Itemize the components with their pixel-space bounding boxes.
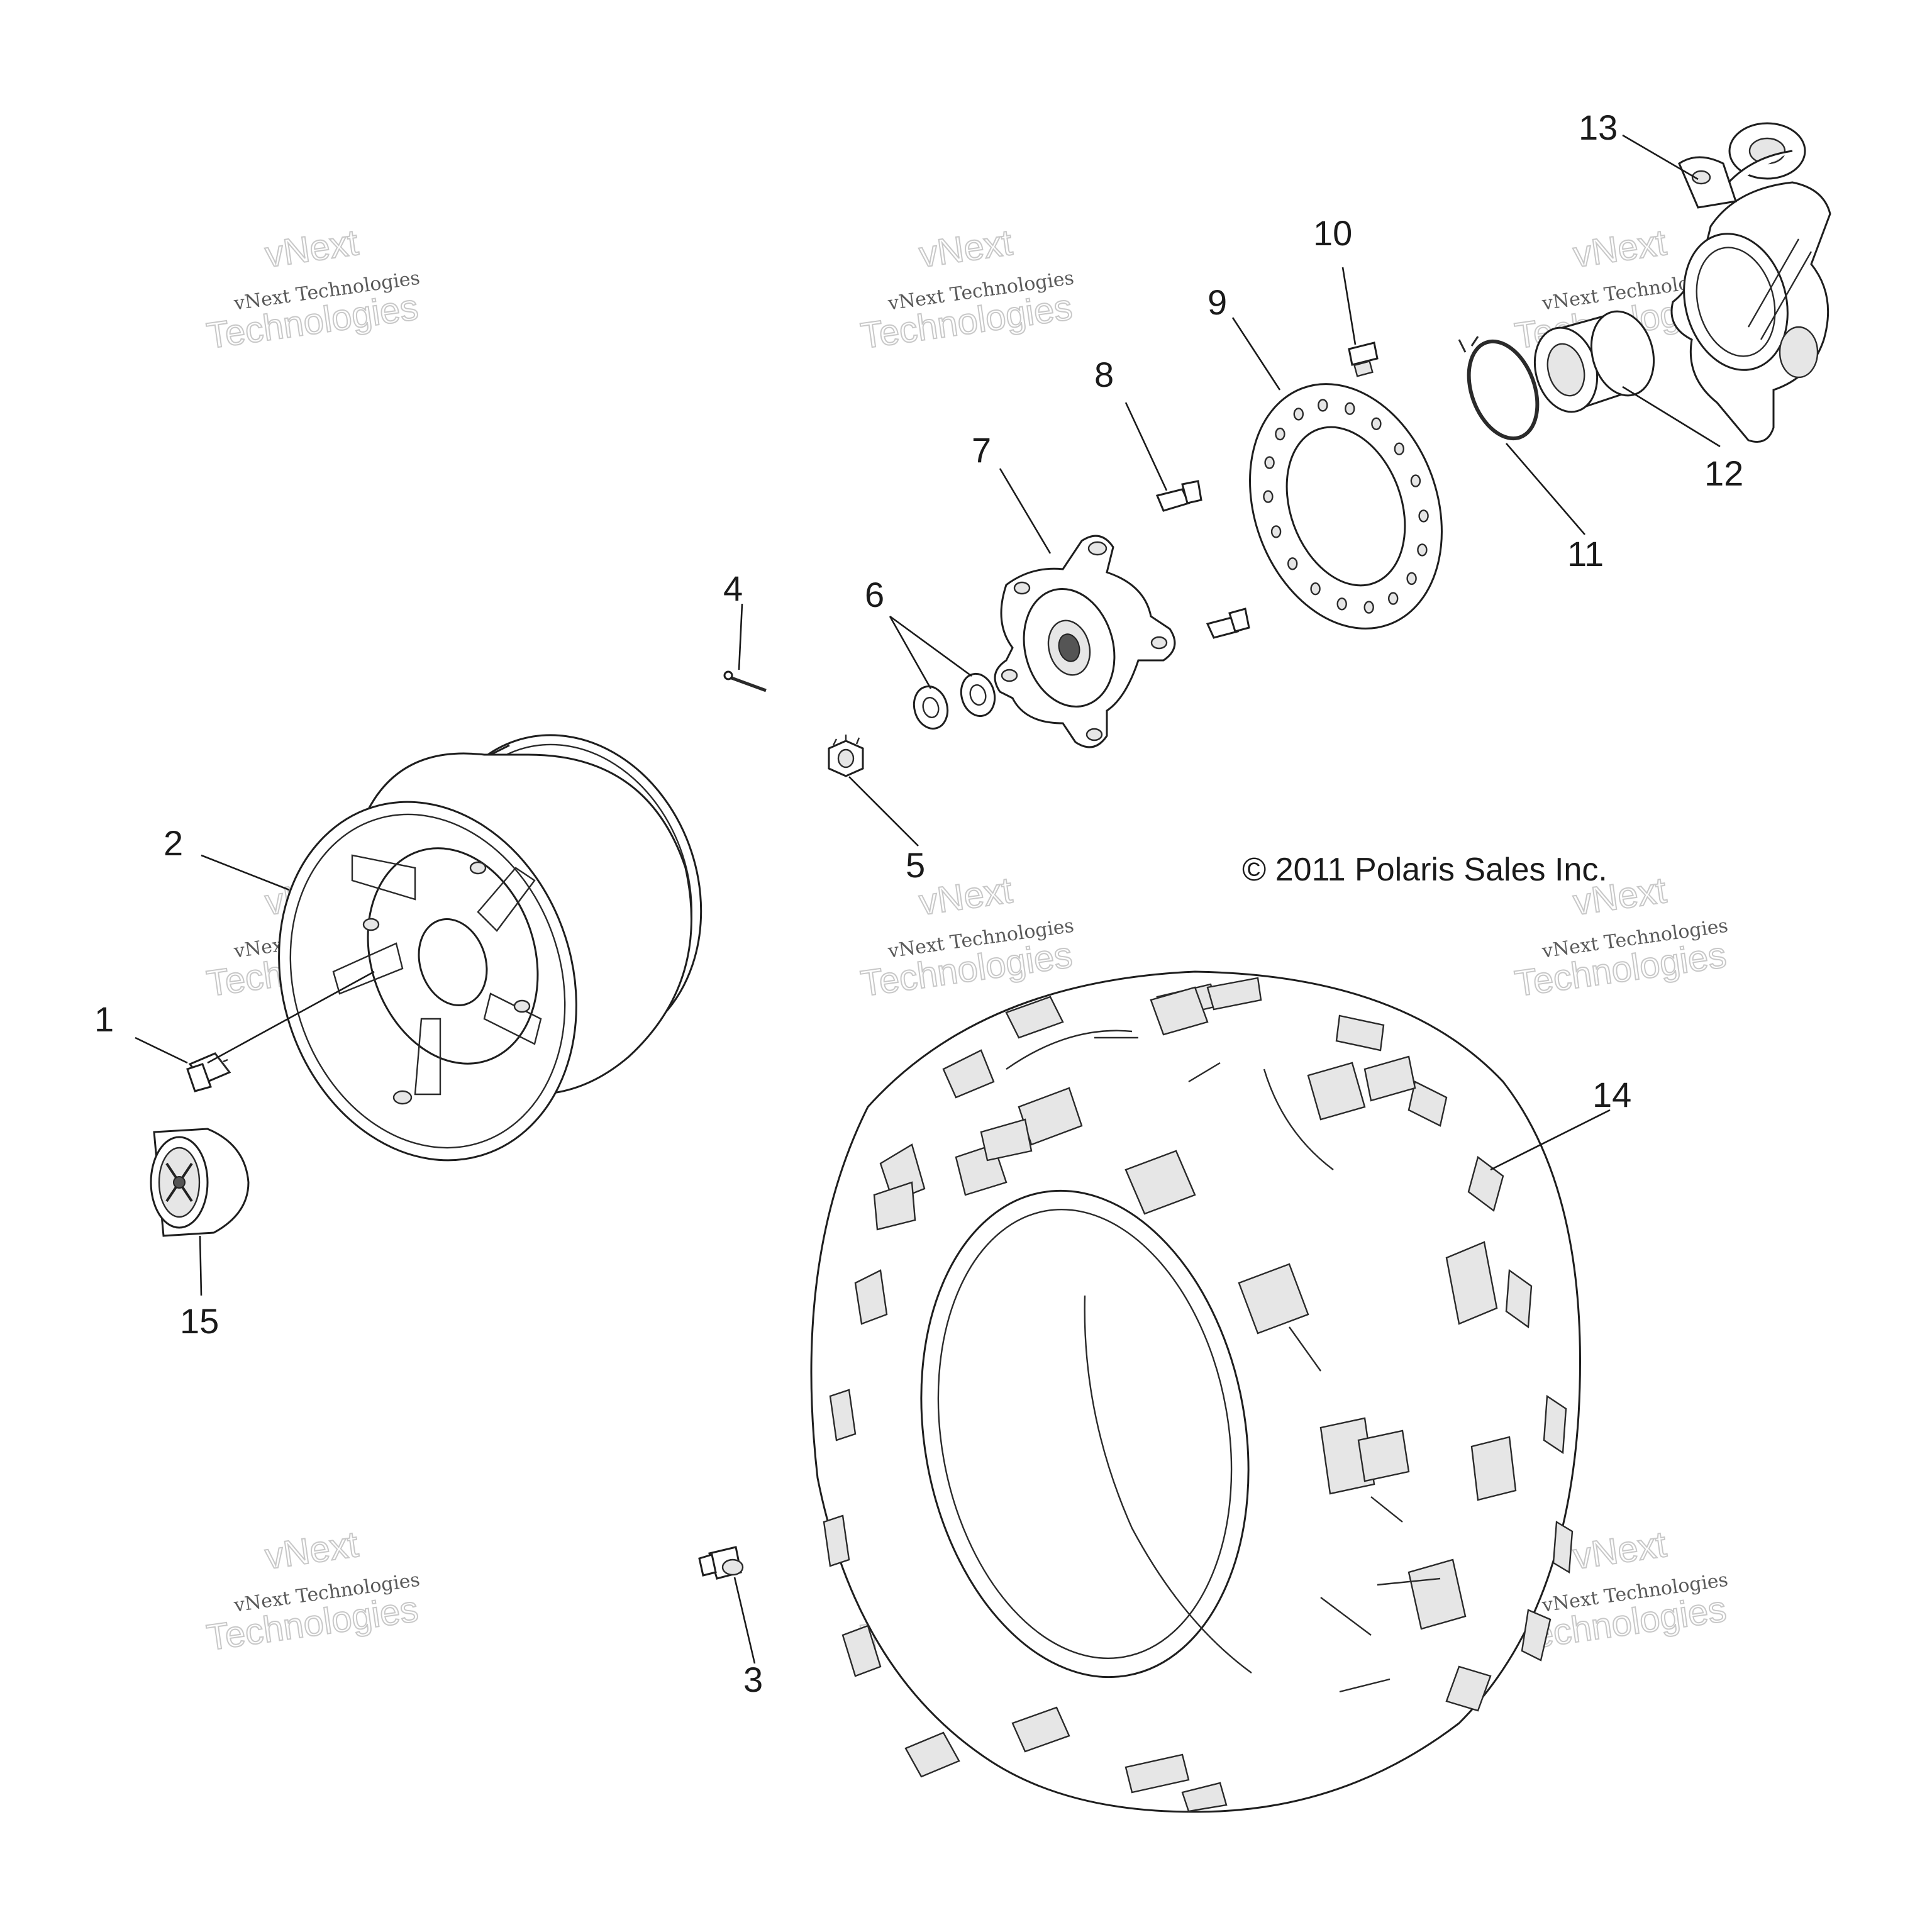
disc-hole <box>1363 601 1374 614</box>
tread-lugs <box>823 977 1574 1813</box>
disc-holes <box>1263 399 1429 614</box>
watermark: vNext Technologies vNext Technologies <box>204 1523 421 1659</box>
disc-hole <box>1394 442 1405 455</box>
callout-3: 3 <box>743 1660 763 1699</box>
callout-2: 2 <box>164 823 183 863</box>
cotter-pin-part <box>723 670 767 692</box>
disc-hole <box>1270 525 1282 538</box>
retaining-ring-part <box>1458 336 1540 441</box>
brake-disc-part <box>1249 383 1443 630</box>
callout-7: 7 <box>972 430 991 470</box>
watermark-text: vNext <box>917 870 1015 923</box>
bearing-part <box>1533 310 1655 413</box>
watermark-text: vNext <box>263 1524 361 1577</box>
disc-hole <box>1275 427 1285 441</box>
disc-bolt-part <box>1348 341 1379 377</box>
disc-hole <box>1293 408 1304 421</box>
watermark-text: vNext <box>1571 1524 1669 1577</box>
disc-hole <box>1263 490 1274 503</box>
watermark: vNext Technologies vNext Technologies <box>858 221 1075 357</box>
callout-6: 6 <box>865 575 884 614</box>
wheel-hub-part <box>994 535 1176 748</box>
tire-part <box>810 970 1581 1813</box>
bearing-carrier-part <box>1670 122 1831 443</box>
watermark-text: vNext <box>917 222 1015 275</box>
disc-hole <box>1336 597 1347 611</box>
callouts: 1 2 3 4 5 6 7 8 9 10 11 12 13 14 15 <box>94 108 1743 1699</box>
wheel-stud-part <box>1155 480 1250 639</box>
callout-5: 5 <box>906 845 925 885</box>
disc-hole <box>1287 557 1298 570</box>
center-cap-part <box>150 1128 250 1237</box>
watermark-text: vNext <box>263 222 361 275</box>
disc-hole <box>1310 582 1321 596</box>
leader-lines <box>135 134 1721 1664</box>
wheel-rim-part <box>278 734 702 1162</box>
callout-13: 13 <box>1579 108 1618 147</box>
disc-hole <box>1417 543 1428 557</box>
watermark-text: vNext <box>1571 222 1669 275</box>
callout-1: 1 <box>94 999 114 1039</box>
callout-4: 4 <box>723 569 743 608</box>
watermark: vNext Technologies vNext Technologies <box>858 869 1075 1005</box>
copyright-notice: © 2011 Polaris Sales Inc. <box>1242 852 1607 888</box>
lug-nut-part <box>186 1052 231 1092</box>
disc-hole <box>1418 509 1429 523</box>
callout-10: 10 <box>1313 213 1352 253</box>
castle-nut-part <box>828 735 864 777</box>
disc-hole <box>1371 417 1382 430</box>
callout-8: 8 <box>1094 355 1114 394</box>
valve-stem-part <box>698 1546 744 1580</box>
disc-hole <box>1387 592 1399 605</box>
callout-12: 12 <box>1704 453 1743 493</box>
callout-14: 14 <box>1592 1075 1631 1114</box>
disc-hole <box>1345 402 1355 415</box>
disc-hole <box>1410 474 1421 487</box>
disc-hole <box>1406 572 1417 586</box>
disc-hole <box>1318 399 1328 412</box>
callout-15: 15 <box>180 1301 219 1341</box>
disc-hole <box>1264 456 1275 469</box>
washers-part <box>913 672 996 730</box>
watermark: vNext Technologies vNext Technologies <box>204 221 421 357</box>
callout-11: 11 <box>1567 534 1604 574</box>
callout-9: 9 <box>1208 282 1227 322</box>
